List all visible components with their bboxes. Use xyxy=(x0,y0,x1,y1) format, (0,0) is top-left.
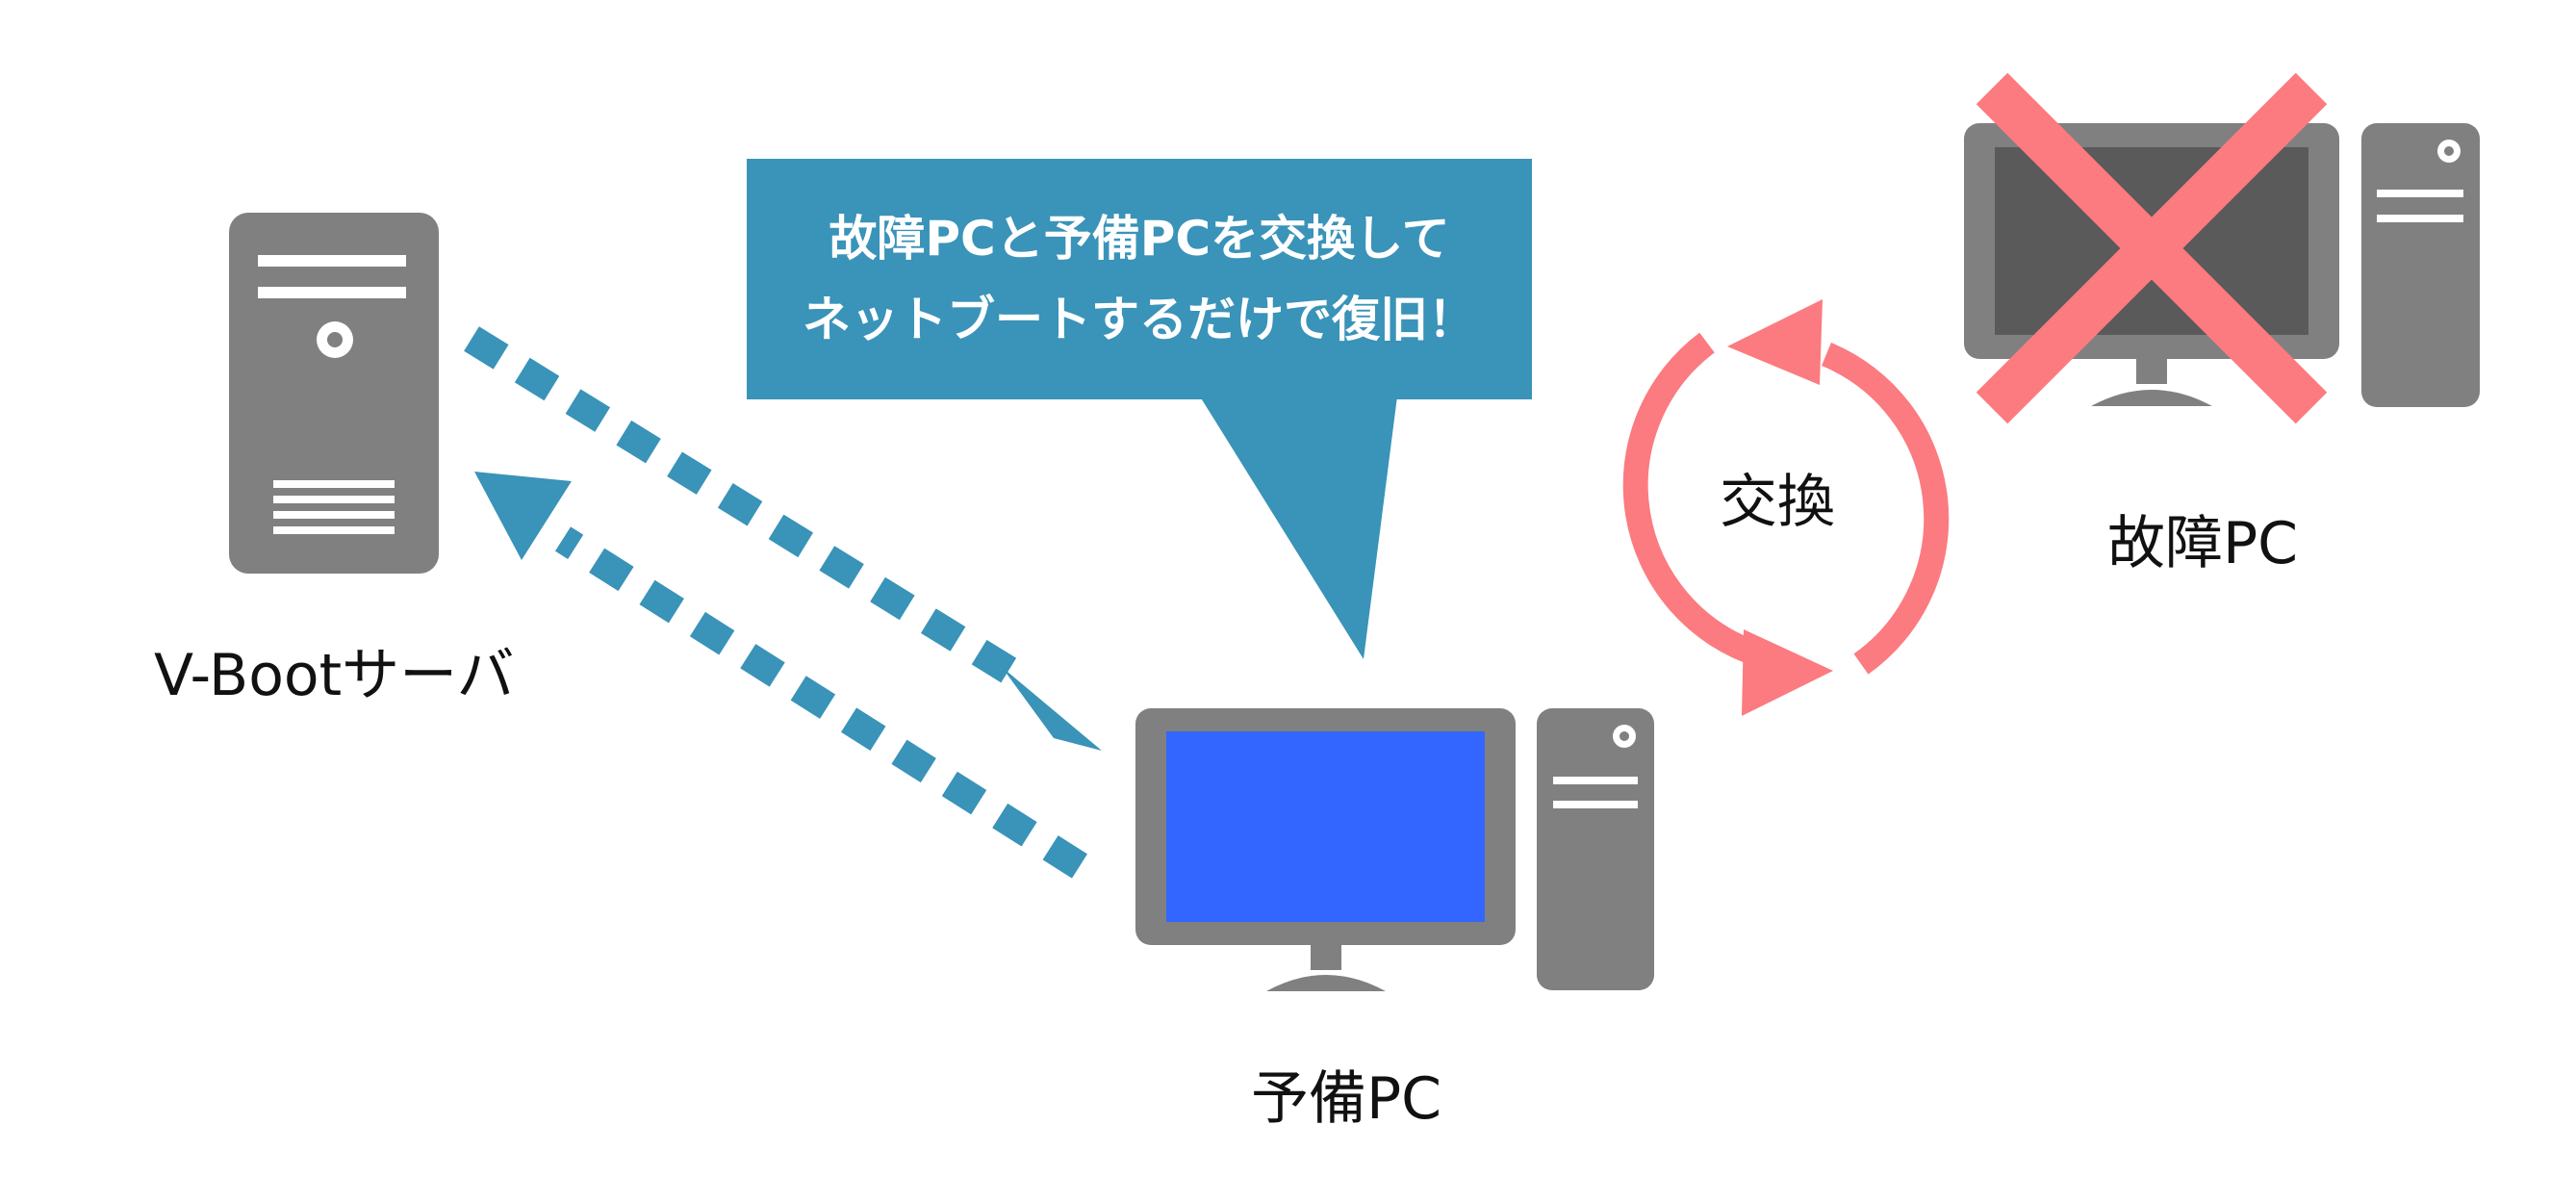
exchange-label: 交換 xyxy=(1720,469,1835,536)
server-label: V-Bootサーバ xyxy=(154,642,515,709)
server-tower-icon xyxy=(229,213,439,574)
spare-pc-icon xyxy=(1135,708,1654,991)
callout-line-1: 故障PCと予備PCを交換して xyxy=(829,211,1450,267)
exchange-arrowhead-bottom xyxy=(1742,629,1833,716)
callout-text: 故障PCと予備PCを交換して ネットブートするだけで復旧！ xyxy=(747,198,1532,360)
exchange-arrows xyxy=(1622,299,1950,716)
x-mark-icon xyxy=(1976,72,2328,424)
exchange-arc-left xyxy=(1622,332,1763,667)
arrowhead-to-pc xyxy=(1002,667,1102,751)
exchange-arrowhead-top xyxy=(1727,299,1823,385)
flow-line-to-server xyxy=(554,526,1088,879)
boot-flow-arrows xyxy=(464,326,1102,879)
failed-pc-label: 故障PC xyxy=(2107,510,2299,577)
spare-pc-screen xyxy=(1166,731,1485,922)
flow-line-to-pc xyxy=(464,326,1037,696)
exchange-arc-right xyxy=(1822,342,1950,675)
spare-pc-label: 予備PC xyxy=(1251,1065,1442,1133)
callout-bubble xyxy=(747,159,1532,659)
callout-line-2: ネットブートするだけで復旧！ xyxy=(803,292,1476,347)
arrowhead-to-server xyxy=(474,472,572,560)
